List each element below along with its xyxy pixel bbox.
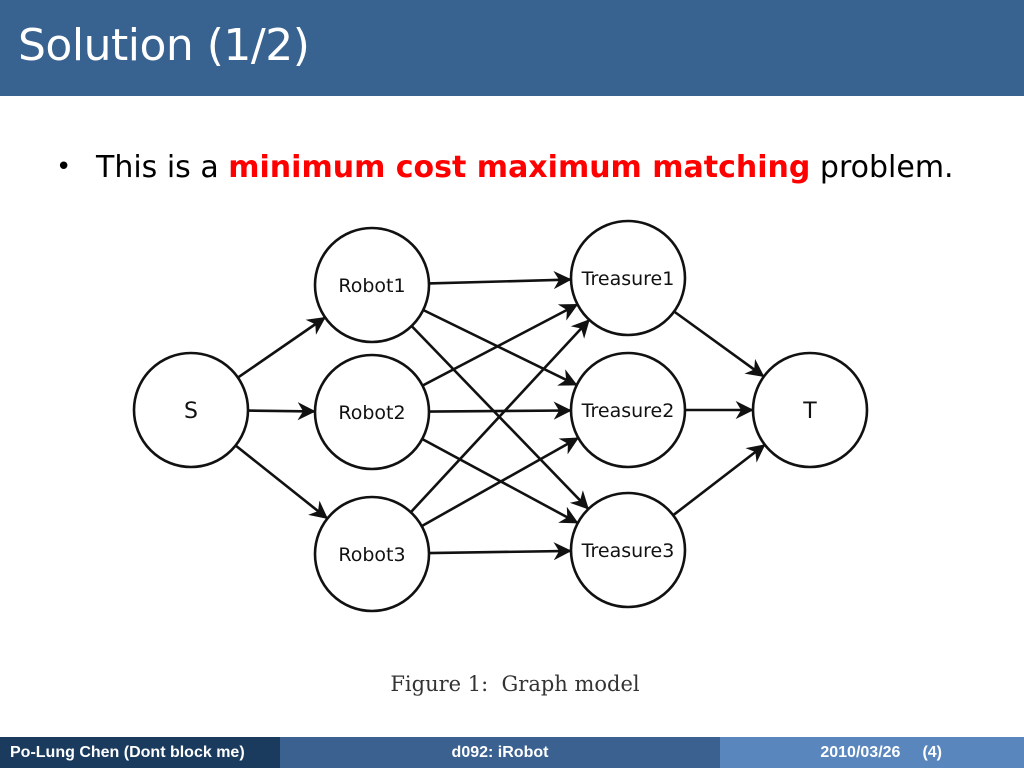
node-sink: T — [751, 351, 869, 469]
node-robot1-label: Robot1 — [338, 275, 405, 297]
node-treasure1: Treasure1 — [569, 219, 687, 337]
node-robot2-circle — [313, 353, 431, 471]
node-robot1-circle — [313, 226, 431, 344]
edge-robot3-to-treasure2 — [421, 437, 579, 528]
footer-date: 2010/03/26 — [820, 743, 901, 761]
node-sink-circle — [751, 351, 869, 469]
bullet-text-before: This is a — [96, 149, 229, 185]
node-robot3-label: Robot3 — [338, 544, 405, 566]
node-treasure2-circle — [569, 351, 687, 469]
node-robot3-circle — [313, 495, 431, 613]
edge-s-to-robot3 — [234, 444, 329, 520]
footer-author: Po-Lung Chen (Dont block me) — [0, 737, 280, 768]
node-source-label: S — [184, 399, 198, 424]
graph-diagram: S Robot1 Robot2 Robot3 Treasure1 Treasur… — [132, 219, 869, 613]
edge-robot2-to-treasure2 — [428, 401, 572, 420]
edge-robot1-to-treasure1 — [428, 270, 572, 290]
node-robot1: Robot1 — [313, 226, 431, 344]
edge-robot1-to-treasure2 — [422, 308, 578, 386]
edge-s-to-robot2 — [247, 402, 316, 421]
edges-layer — [234, 270, 766, 561]
node-treasure3-circle — [569, 491, 687, 609]
node-treasure1-label: Treasure1 — [581, 268, 675, 290]
footer-bar: Po-Lung Chen (Dont block me) d092: iRobo… — [0, 737, 1024, 768]
bullet-text-after: problem. — [810, 149, 954, 185]
footer-date-page: 2010/03/26 (4) — [720, 737, 1024, 768]
node-robot2-label: Robot2 — [338, 402, 405, 424]
edge-robot2-to-treasure3 — [421, 437, 579, 524]
node-treasure2: Treasure2 — [569, 351, 687, 469]
node-treasure3-label: Treasure3 — [581, 540, 675, 562]
node-robot3: Robot3 — [313, 495, 431, 613]
footer-page-number: (4) — [922, 743, 942, 761]
slide-title: Solution (1/2) — [18, 20, 310, 71]
footer-problem: d092: iRobot — [280, 737, 720, 768]
node-treasure3: Treasure3 — [569, 491, 687, 609]
edge-robot3-to-treasure1 — [409, 319, 590, 514]
node-source: S — [132, 351, 250, 469]
edge-s-to-robot1 — [237, 316, 326, 379]
figure-caption: Figure 1: Graph model — [390, 672, 640, 696]
node-treasure1-circle — [569, 219, 687, 337]
bullet-point: • This is a minimum cost maximum matchin… — [56, 143, 954, 191]
edge-robot2-to-treasure1 — [421, 303, 579, 387]
node-treasure2-label: Treasure2 — [581, 400, 675, 422]
edge-treasure1-to-t — [673, 310, 765, 377]
bullet-emphasis: minimum cost maximum matching — [228, 149, 811, 185]
node-robot2: Robot2 — [313, 353, 431, 471]
bullet-symbol: • — [56, 152, 72, 182]
node-sink-label: T — [802, 399, 817, 424]
node-source-circle — [132, 351, 250, 469]
edge-treasure3-to-t — [672, 444, 766, 517]
title-bar: Solution (1/2) — [0, 0, 1024, 96]
edge-robot3-to-treasure3 — [428, 542, 572, 561]
